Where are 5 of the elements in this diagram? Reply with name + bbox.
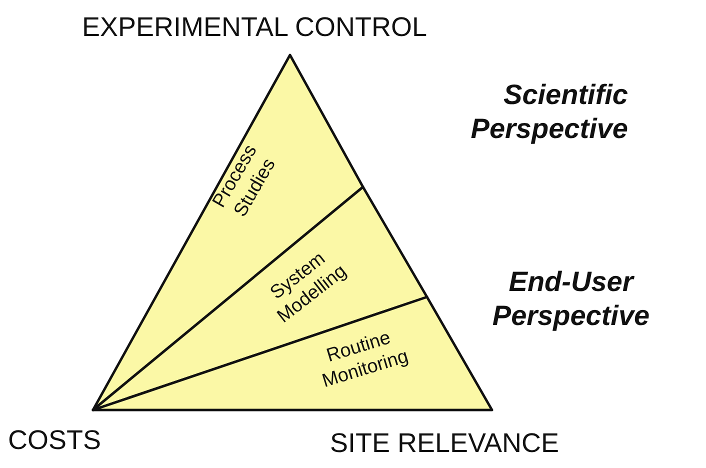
perspective-label: End-User Perspective [491,265,651,333]
corner-label: SITE RELEVANCE [330,428,560,459]
corner-label: EXPERIMENTAL CONTROL [82,12,428,43]
corner-label: COSTS [8,425,102,456]
perspective-label: Scientific Perspective [470,78,628,146]
